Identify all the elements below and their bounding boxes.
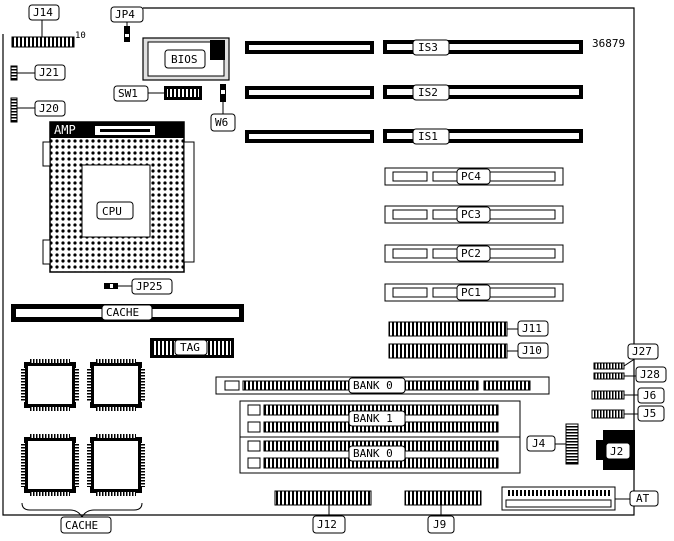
j6-label: J6 (643, 389, 656, 402)
pci-slot-pc3: PC3 (384, 205, 564, 224)
jp25-jumper (104, 283, 118, 289)
cache-chip-2 (87, 359, 145, 411)
pci-slot-pc2: PC2 (384, 244, 564, 263)
at-power-connector: AT (501, 486, 659, 511)
j5-header: J5 (591, 405, 665, 422)
j12-header: J12 (274, 490, 372, 534)
j2-connector: J2 (596, 430, 635, 470)
cpu-label: CPU (102, 205, 122, 218)
amp-banner: AMP (50, 122, 184, 138)
bios-chip: BIOS (142, 37, 230, 81)
cache-slot: CACHE (11, 304, 244, 322)
pci-slot-pc1: PC1 (384, 283, 564, 302)
board-outline (2, 7, 635, 516)
j28-label: J28 (640, 368, 660, 381)
is1-label: IS1 (418, 130, 438, 143)
w6-callout: W6 (210, 102, 236, 132)
is3-label: IS3 (418, 41, 438, 54)
pc2-label: PC2 (461, 247, 481, 260)
cache-bottom-label: CACHE (65, 519, 98, 532)
j14-header: 10 (11, 31, 86, 48)
pc1-label: PC1 (461, 286, 481, 299)
bank0-bottom-label: BANK 0 (353, 447, 393, 460)
bank0-top-label: BANK 0 (353, 379, 393, 392)
j11-header: J11 (388, 320, 549, 337)
jp4-jumper (124, 26, 130, 42)
j2-label: J2 (610, 445, 623, 458)
isa-slots-left (245, 41, 374, 143)
j11-label: J11 (522, 322, 542, 335)
cpu-socket: CPU (42, 121, 195, 273)
j14-pin-10: 10 (75, 31, 86, 41)
j14-label: J14 (33, 6, 53, 19)
cache-chip-1 (21, 359, 79, 411)
bios-label: BIOS (171, 53, 198, 66)
j10-label: J10 (522, 344, 542, 357)
jp25-label: JP25 (136, 280, 163, 293)
isa-slot-is1: IS1 (383, 128, 583, 145)
j20-header (10, 97, 18, 123)
j14-callout: J14 (28, 4, 60, 37)
j21-header (10, 65, 18, 81)
pci-slot-pc4: PC4 (384, 167, 564, 186)
pc4-label: PC4 (461, 170, 481, 183)
j4-label: J4 (532, 437, 546, 450)
sw1-dip-switch (164, 86, 202, 100)
j27-label: J27 (632, 345, 652, 358)
is2-label: IS2 (418, 86, 438, 99)
j27-j28-headers: J27 J28 (593, 343, 667, 383)
tag-label: TAG (180, 341, 200, 354)
cache-chip-3 (21, 434, 79, 496)
isa-slot-is2: IS2 (383, 84, 583, 101)
w6-jumper (220, 84, 226, 102)
j5-label: J5 (643, 407, 656, 420)
j12-label: J12 (317, 518, 337, 531)
bank1-label: BANK 1 (353, 412, 393, 425)
j6-header: J6 (591, 387, 665, 404)
jp4-label: JP4 (115, 8, 135, 21)
j9-header: J9 (404, 490, 482, 534)
memory-bank0-bottom: BANK 0 (239, 436, 521, 474)
tag-chip: TAG (150, 338, 234, 358)
cache-chips-callout: CACHE (21, 502, 143, 534)
j10-header: J10 (388, 342, 549, 359)
w6-label: W6 (215, 116, 228, 129)
j20-callout: J20 (17, 100, 66, 117)
j21-callout: J21 (17, 64, 66, 81)
cache-chip-4 (87, 434, 145, 496)
pc3-label: PC3 (461, 208, 481, 221)
j4-header: J4 (526, 423, 579, 465)
j9-label: J9 (433, 518, 446, 531)
cache-bar-label: CACHE (106, 306, 139, 319)
j20-label: J20 (39, 102, 59, 115)
j21-label: J21 (39, 66, 59, 79)
jp25-callout: JP25 (118, 278, 173, 295)
isa-slot-is3: IS3 (383, 39, 583, 56)
board-id: 36879 (592, 37, 625, 50)
memory-bank1: BANK 1 (239, 400, 521, 438)
sw1-callout: SW1 (113, 85, 164, 102)
sw1-label: SW1 (118, 87, 138, 100)
memory-bank0-top: BANK 0 (215, 376, 550, 395)
at-label: AT (636, 492, 650, 505)
jp4-callout: JP4 (110, 6, 144, 26)
amp-label: AMP (54, 123, 76, 137)
